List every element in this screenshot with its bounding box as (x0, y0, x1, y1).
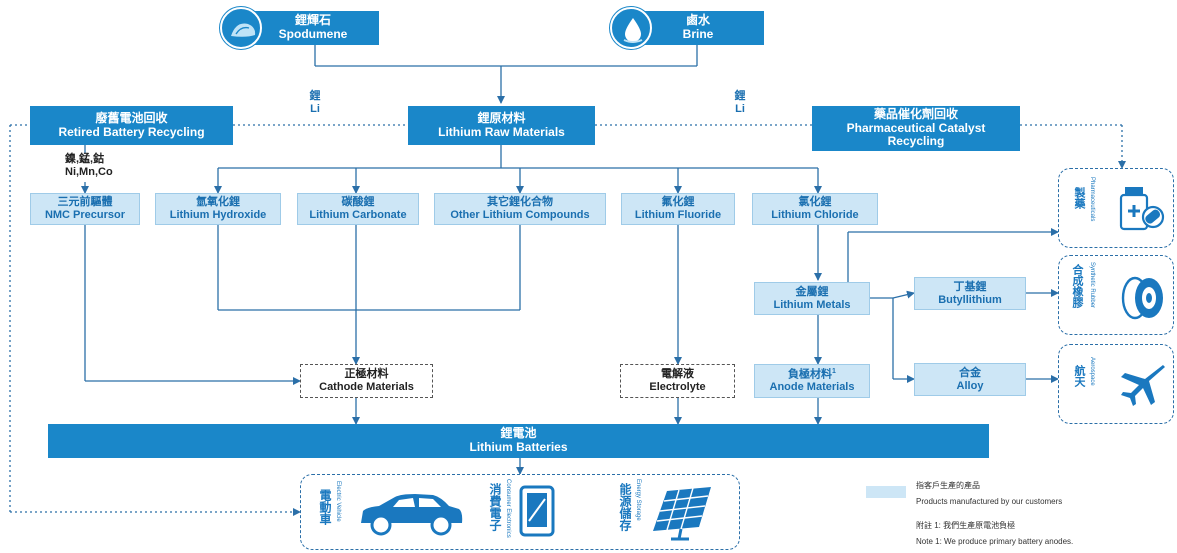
car-icon (355, 489, 465, 544)
lithium-fluoride-box: 氟化鋰 Lithium Fluoride (621, 193, 735, 225)
pharma-panel: 製藥 Pharmaceuticals (1058, 168, 1174, 248)
aerospace-panel: 航天 Aerospace (1058, 344, 1174, 424)
compound-zh: 氟化鋰 (661, 196, 695, 209)
anode-en: Anode Materials (769, 381, 855, 394)
nmc-precursor-box: 三元前驅體 NMC Precursor (30, 193, 140, 225)
alloy-zh: 合金 (959, 366, 981, 379)
li-left-en: Li (310, 103, 320, 116)
lithium-metals-en: Lithium Metals (773, 298, 851, 311)
end-use-zh: 電動車 (318, 489, 332, 525)
end-use-zh: 能源儲存 (618, 483, 632, 531)
compound-en: Lithium Fluoride (634, 209, 722, 221)
battery-recycling-zh: 廢舊電池回收 (95, 110, 168, 125)
tablet-icon (519, 485, 555, 542)
compound-en: Lithium Hydroxide (169, 209, 267, 221)
li-label-left: 鋰 Li (303, 90, 327, 116)
li-right-en: Li (735, 103, 745, 116)
aero-en: Aerospace (1089, 357, 1095, 386)
batteries-en: Lithium Batteries (469, 440, 568, 454)
pharma-recycling-zh: 藥品催化劑回收 (873, 106, 958, 121)
compound-en: Lithium Carbonate (309, 209, 407, 221)
compound-zh: 氫氧化鋰 (196, 196, 240, 209)
raw-materials-en: Lithium Raw Materials (438, 124, 565, 139)
note-zh: 附註 1: 我們生產原電池負極 (916, 521, 1016, 530)
spodumene-icon (220, 7, 262, 49)
cathode-materials-box: 正極材料 Cathode Materials (300, 364, 433, 398)
brine-box: 鹵水 Brine (632, 11, 764, 45)
electrolyte-box: 電解液 Electrolyte (620, 364, 735, 398)
nimnco-label: 鎳,錳,鈷 Ni,Mn,Co (65, 153, 155, 179)
lithium-chloride-box: 氯化鋰 Lithium Chloride (752, 193, 878, 225)
cathode-en: Cathode Materials (319, 381, 414, 393)
butyllithium-zh: 丁基鋰 (953, 280, 987, 293)
alloy-en: Alloy (956, 379, 984, 392)
solar-panel-icon (649, 483, 719, 546)
spodumene-zh: 鋰輝石 (294, 13, 331, 28)
rubber-panel: 合成橡膠 Synthetic Rubber (1058, 255, 1174, 335)
pharma-recycling-en: Pharmaceutical Catalyst Recycling (846, 120, 986, 149)
pharma-recycling-box: 藥品催化劑回收 Pharmaceutical Catalyst Recyclin… (812, 106, 1020, 151)
anode-note-marker: 1 (832, 368, 836, 376)
compound-zh: 其它鋰化合物 (487, 196, 553, 209)
li-left-zh: 鋰 (309, 90, 321, 102)
butyllithium-box: 丁基鋰 Butyllithium (914, 277, 1026, 310)
pharma-zh: 製藥 (1073, 187, 1085, 209)
tire-icon (1113, 270, 1169, 329)
spodumene-box: 鋰輝石 Spodumene (247, 11, 379, 45)
legend-zh: 指客戶生產的產品 (916, 481, 980, 490)
compound-en: Lithium Chloride (771, 209, 859, 221)
pharma-en: Pharmaceuticals (1089, 177, 1095, 222)
other-compounds-box: 其它鋰化合物 Other Lithium Compounds (434, 193, 606, 225)
lithium-batteries-bar: 鋰電池 Lithium Batteries (48, 424, 989, 458)
electrolyte-zh: 電解液 (661, 368, 694, 381)
spodumene-en: Spodumene (278, 27, 348, 41)
end-uses-panel: 電動車 Electric Vehicle 消費電子 Consumer Elect… (300, 474, 740, 550)
electrolyte-en: Electrolyte (649, 381, 706, 393)
rubber-en: Synthetic Rubber (1089, 262, 1095, 309)
anode-zh-text: 負極材料 (788, 368, 833, 381)
compound-zh: 碳酸鋰 (341, 196, 375, 209)
compound-zh: 氯化鋰 (798, 196, 832, 209)
note-en: Note 1: We produce primary battery anode… (916, 537, 1074, 546)
lithium-carbonate-box: 碳酸鋰 Lithium Carbonate (297, 193, 419, 225)
raw-materials-box: 鋰原材料 Lithium Raw Materials (408, 106, 595, 145)
batteries-zh: 鋰電池 (500, 426, 537, 441)
anode-zh: 負極材料1 (788, 368, 836, 381)
battery-recycling-en: Retired Battery Recycling (58, 124, 205, 139)
brine-zh: 鹵水 (685, 13, 710, 28)
brine-en: Brine (682, 27, 714, 41)
end-use-en: Electric Vehicle (335, 481, 341, 522)
aero-zh: 航天 (1073, 365, 1085, 387)
rubber-zh: 合成橡膠 (1071, 264, 1083, 308)
legend-en: Products manufactured by our customers (916, 497, 1063, 506)
compound-zh: 三元前驅體 (57, 196, 113, 209)
battery-recycling-box: 廢舊電池回收 Retired Battery Recycling (30, 106, 233, 145)
end-use-zh: 消費電子 (488, 483, 502, 531)
anode-materials-box: 負極材料1 Anode Materials (754, 364, 870, 398)
medicine-icon (1117, 181, 1167, 240)
lithium-metals-zh: 金屬鋰 (795, 285, 829, 298)
end-use-en: Consumer Electronics (505, 479, 511, 538)
legend-swatch (866, 486, 906, 498)
lithium-metals-box: 金屬鋰 Lithium Metals (754, 282, 870, 315)
alloy-box: 合金 Alloy (914, 363, 1026, 396)
lithium-hydroxide-box: 氫氧化鋰 Lithium Hydroxide (155, 193, 281, 225)
li-right-zh: 鋰 (734, 90, 746, 102)
cathode-zh: 正極材料 (344, 368, 389, 381)
compound-en: NMC Precursor (44, 209, 126, 221)
airplane-icon (1117, 361, 1167, 412)
li-label-right: 鋰 Li (728, 90, 752, 116)
end-use-en: Energy Storage (635, 479, 641, 521)
nimnco-en: Ni,Mn,Co (65, 166, 113, 179)
butyllithium-en: Butyllithium (938, 293, 1002, 306)
compound-en: Other Lithium Compounds (450, 209, 590, 221)
raw-materials-zh: 鋰原材料 (477, 110, 526, 125)
water-drop-icon (610, 7, 652, 49)
nimnco-zh: 鎳,錳,鈷 (65, 153, 105, 165)
